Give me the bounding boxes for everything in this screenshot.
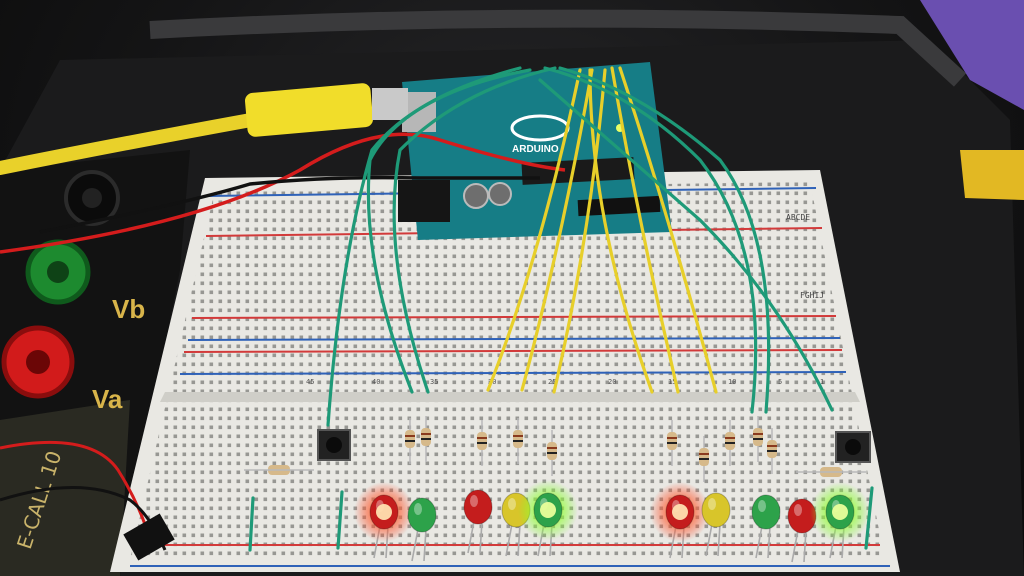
resistor-band xyxy=(477,442,487,444)
resistor xyxy=(513,430,523,448)
resistor xyxy=(421,428,431,446)
led-red xyxy=(463,489,493,554)
row-letters-bottom: FGHIJ xyxy=(800,291,824,300)
column-number: 35 xyxy=(430,378,438,386)
resistor-band xyxy=(513,435,523,437)
resistor-band xyxy=(699,458,709,460)
resistor-band xyxy=(767,445,777,447)
resistor-band xyxy=(753,438,763,440)
jumper-wire xyxy=(538,78,834,412)
resistor xyxy=(667,432,677,450)
led-row xyxy=(354,480,870,563)
led-red xyxy=(787,498,817,563)
resistor-band xyxy=(405,440,415,442)
jumper-wire xyxy=(610,66,680,394)
resistor-band xyxy=(405,435,415,437)
red-wire-lower-left xyxy=(0,440,152,541)
resistor xyxy=(699,448,709,466)
column-number: 20 xyxy=(608,378,616,386)
column-number: 5 xyxy=(778,378,782,386)
jumper-wire xyxy=(248,496,255,552)
resistor xyxy=(767,440,777,458)
resistor xyxy=(405,430,415,448)
usb-plug xyxy=(244,83,374,137)
column-number: 10 xyxy=(728,378,736,386)
resistor-band xyxy=(421,433,431,435)
led-green-lit xyxy=(518,480,578,557)
purple-desk xyxy=(920,0,1024,110)
jumper-wire xyxy=(543,66,758,414)
resistor-band xyxy=(667,442,677,444)
resistor xyxy=(753,428,763,446)
red-terminal[interactable] xyxy=(1,325,75,399)
terminal-label-va: Va xyxy=(92,384,123,414)
jumper-wires xyxy=(248,66,874,552)
green-terminal[interactable] xyxy=(25,239,91,305)
arduino-board: ARDUINO xyxy=(398,62,672,240)
led-green-lit xyxy=(810,482,870,559)
resistor-band xyxy=(767,450,777,452)
resistor-band xyxy=(421,438,431,440)
resistor-band xyxy=(725,442,735,444)
resistor-band xyxy=(753,433,763,435)
jumper-wire xyxy=(366,66,522,394)
jumper-wire xyxy=(336,490,344,550)
resistor-band xyxy=(477,437,487,439)
breadboard-hole-grid xyxy=(130,182,885,560)
jumper-wire xyxy=(618,66,718,394)
resistor-band xyxy=(725,437,735,439)
usb-plug-metal xyxy=(372,88,408,120)
rail-blue-mid2 xyxy=(179,371,847,375)
led-green xyxy=(407,497,437,562)
jumper-wire xyxy=(486,68,582,392)
column-number: 45 xyxy=(306,378,314,386)
rail-blue-mid xyxy=(187,337,841,341)
capacitor-2 xyxy=(488,182,512,206)
resistors xyxy=(244,416,866,482)
row-letters-top: ABCDE xyxy=(786,213,810,222)
jumper-connector xyxy=(123,513,175,561)
capacitor-1 xyxy=(463,183,489,209)
rail-red-mid2 xyxy=(183,349,843,353)
jumper-wire xyxy=(558,66,771,414)
terminal-label-vb: Vb xyxy=(112,294,145,324)
column-number: 25 xyxy=(548,378,556,386)
black-terminal[interactable] xyxy=(64,170,120,226)
led-green xyxy=(751,494,781,559)
push-button-right[interactable] xyxy=(835,431,871,463)
resistor-band xyxy=(667,437,677,439)
resistor-band xyxy=(547,452,557,454)
resistor xyxy=(547,442,557,460)
resistor-band xyxy=(699,453,709,455)
resistor xyxy=(477,432,487,450)
power-jack xyxy=(398,180,450,222)
push-button-left[interactable] xyxy=(317,429,351,461)
jumper-wire xyxy=(552,68,607,394)
black-power-wire xyxy=(39,175,540,234)
led-yellow xyxy=(701,492,731,557)
arduino-chip xyxy=(521,157,635,185)
led-red-lit xyxy=(650,482,710,559)
resistor xyxy=(725,432,735,450)
center-channel xyxy=(160,392,860,402)
usb-cable xyxy=(0,83,408,175)
resistor-band xyxy=(547,447,557,449)
resistor-band xyxy=(513,440,523,442)
led-red-lit xyxy=(354,482,414,559)
arduino-brand-label: ARDUINO xyxy=(512,144,559,155)
jumper-wire xyxy=(588,68,654,394)
column-number: 15 xyxy=(668,378,676,386)
column-number: 1 xyxy=(820,378,824,386)
column-number: 40 xyxy=(372,378,380,386)
jumper-wire xyxy=(392,66,557,394)
tray-rim xyxy=(149,9,967,87)
yellow-connector-right xyxy=(960,150,1024,200)
red-power-wire xyxy=(0,132,566,254)
